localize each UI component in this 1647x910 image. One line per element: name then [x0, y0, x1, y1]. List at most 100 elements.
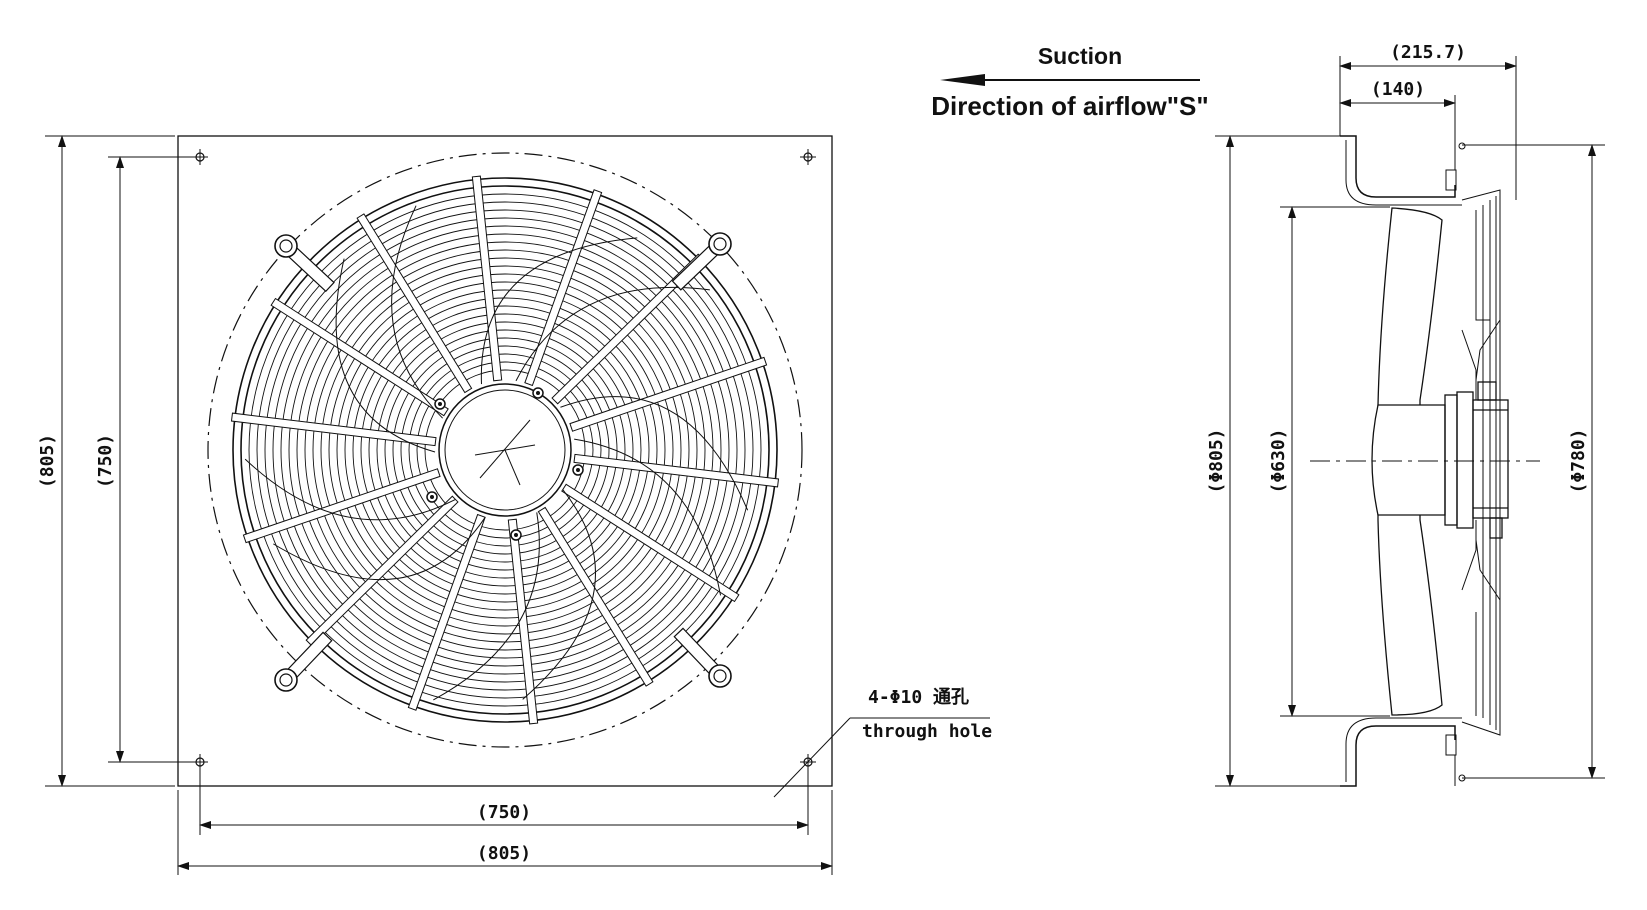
guard-ring: [320, 265, 690, 635]
guard-ring: [288, 233, 722, 667]
guard-spoke: [471, 175, 503, 382]
guard-spokes: [230, 175, 780, 725]
guard-ring: [352, 297, 658, 603]
guard-ring: [392, 337, 618, 563]
impeller-blade-silhouette: [1377, 207, 1443, 716]
guard-spoke: [561, 483, 740, 603]
dim-dia-plate: [1215, 135, 1340, 787]
guard-ring: [408, 353, 602, 547]
guard-spoke: [569, 356, 768, 432]
hub-bolts: [426, 387, 584, 541]
guard-side-profile: [1461, 189, 1501, 736]
blade-outline: [560, 396, 749, 511]
blade-outline: [574, 438, 722, 596]
dim-width-inner-label: (750): [477, 802, 531, 823]
guard-spoke: [407, 513, 486, 711]
guard-spoke: [242, 468, 441, 544]
guard-ring: [304, 249, 706, 651]
hub-center-mark: [474, 419, 536, 486]
guard-ring: [368, 313, 642, 587]
guard-spoke: [551, 253, 705, 405]
guard-spoke: [573, 453, 780, 488]
dim-width-inner: [199, 765, 809, 835]
blade-outline: [433, 512, 540, 701]
guard-spoke: [537, 506, 654, 687]
guard-ring: [296, 241, 714, 659]
plate-flange-top-inner: [1345, 140, 1462, 206]
blade-outline: [391, 205, 443, 419]
dim-dia-guard-label: (Φ780): [1568, 428, 1589, 493]
dim-height-outer: [45, 135, 175, 787]
plate-flange-bottom-inner: [1345, 717, 1462, 782]
guard-ring: [424, 369, 586, 531]
guard-spoke: [524, 189, 603, 387]
guard-ring: [384, 329, 626, 571]
guard-spoke: [305, 495, 459, 647]
mount-eye: [708, 232, 732, 256]
dim-dia-impeller-label: (Φ630): [1268, 428, 1289, 493]
motor-body: [1371, 381, 1509, 539]
guard-ring: [336, 281, 674, 619]
guard-ring: [344, 289, 666, 611]
dim-dia-guard: [1462, 144, 1605, 779]
guard-ring: [272, 217, 738, 683]
guard-spoke: [507, 518, 539, 725]
airflow-arrow-head: [940, 74, 985, 86]
bolt-pitch-circle: [207, 152, 803, 748]
dim-height-inner: [108, 156, 200, 763]
mounting-plate: [177, 135, 833, 787]
guard-ring: [240, 185, 770, 715]
blade-outline: [480, 237, 638, 385]
guard-ring: [256, 201, 754, 699]
hub-bolt-center: [514, 533, 518, 537]
blade-outline: [273, 516, 486, 581]
dim-depth-total: [1339, 56, 1517, 200]
mount-eye-hole: [279, 239, 293, 253]
guard-rings: [232, 177, 778, 723]
guard-ring: [360, 305, 650, 595]
blade-outline: [335, 258, 436, 453]
dim-height-inner-label: (750): [95, 434, 116, 488]
dim-depth-partial-label: (140): [1371, 79, 1425, 100]
mount-eye-hole: [713, 669, 727, 683]
blade-outline: [244, 458, 456, 521]
dim-height-outer-label: (805): [37, 434, 58, 488]
dim-depth-partial: [1339, 95, 1456, 170]
guard-ring: [328, 273, 682, 627]
hub-bolt-center: [536, 391, 540, 395]
corner-mounts: [274, 232, 732, 692]
blade-outline: [515, 286, 710, 382]
guard-ring: [280, 225, 730, 675]
mount-eye-hole: [713, 237, 727, 251]
hole-note-line2: through hole: [862, 721, 992, 742]
guard-spoke: [270, 297, 449, 417]
side-view: [1215, 56, 1605, 787]
guard-ring: [232, 177, 778, 723]
hub-bolt-center: [430, 495, 434, 499]
mount-eye-hole: [279, 673, 293, 687]
guard-side-bolts: [1445, 142, 1466, 786]
dim-depth-total-label: (215.7): [1390, 42, 1466, 63]
mount-eye: [708, 664, 732, 688]
mount-eye: [274, 234, 298, 258]
mount-eye: [274, 668, 298, 692]
hole-note-line1: 4-Φ10 通孔: [868, 687, 969, 708]
dim-width-outer-label: (805): [477, 843, 531, 864]
dim-dia-impeller: [1280, 206, 1390, 717]
blade-outline: [522, 489, 596, 700]
motor-hub-inner: [444, 389, 566, 511]
front-view: [45, 135, 990, 875]
blade-outlines: [244, 205, 749, 701]
plate-flange-top: [1340, 135, 1456, 198]
guard-ring: [400, 345, 610, 555]
guard-ring: [376, 321, 634, 579]
guard-ring: [264, 209, 746, 691]
hub-bolt-center: [438, 402, 442, 406]
dim-width-outer: [177, 790, 833, 875]
guard-ring: [416, 361, 594, 539]
dim-dia-plate-label: (Φ805): [1206, 428, 1227, 493]
airflow-indicator: Suction Direction of airflow"S": [931, 43, 1208, 121]
guard-spoke: [230, 412, 437, 447]
